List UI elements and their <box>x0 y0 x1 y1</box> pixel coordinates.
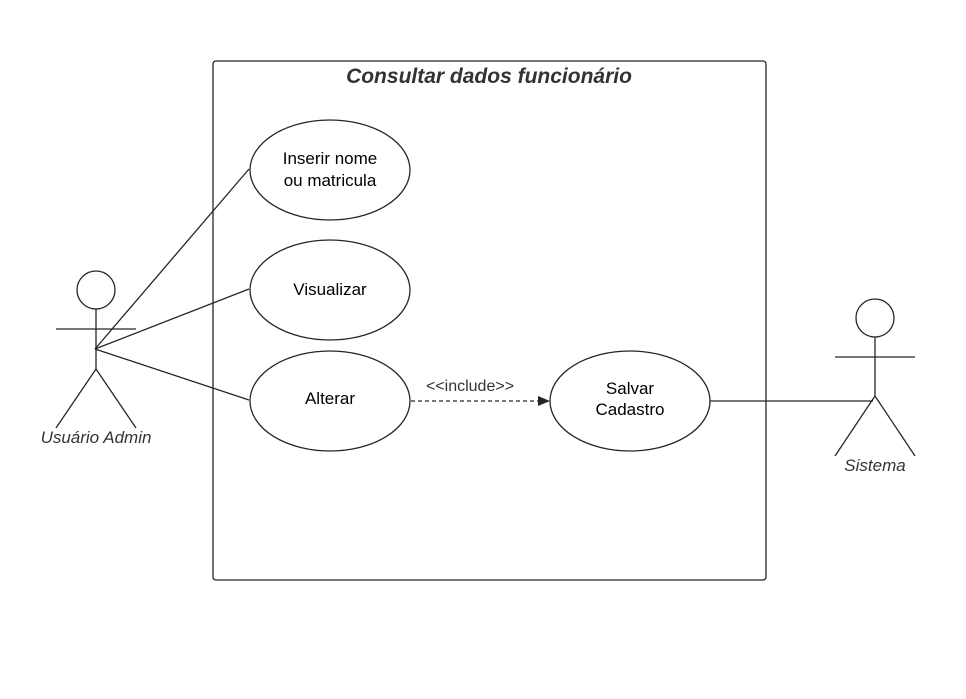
use-case-alterar-label: Alterar <box>305 389 355 408</box>
use-case-visualizar-shape <box>249 239 411 341</box>
use-case-alterar[interactable]: Alterar <box>249 350 411 452</box>
use-case-inserir-nome[interactable]: Inserir nome ou matricula <box>249 119 411 221</box>
actor-usuario-admin-label: Usuário Admin <box>41 428 152 447</box>
actor-sistema[interactable]: Sistema <box>834 298 916 475</box>
use-case-visualizar-label: Visualizar <box>293 280 367 299</box>
use-case-salvar-cadastro[interactable]: Salvar Cadastro <box>549 350 711 452</box>
association-usuario-alterar <box>94 348 250 401</box>
association-usuario-inserir <box>94 168 250 350</box>
stick-figure-icon <box>834 298 916 457</box>
use-case-inserir-nome-shape <box>249 119 411 221</box>
use-case-inserir-nome-line2: ou matricula <box>284 171 377 190</box>
use-case-salvar-cadastro-shape <box>549 350 711 452</box>
use-case-visualizar[interactable]: Visualizar <box>249 239 411 341</box>
system-boundary[interactable] <box>212 60 767 581</box>
use-case-salvar-cadastro-line2: Cadastro <box>596 400 665 419</box>
use-case-inserir-nome-line1: Inserir nome <box>283 149 377 168</box>
use-case-salvar-cadastro-line1: Salvar <box>606 379 655 398</box>
actor-usuario-admin[interactable]: Usuário Admin <box>41 270 152 447</box>
actor-sistema-label: Sistema <box>844 456 905 475</box>
stick-figure-icon <box>55 270 137 429</box>
association-usuario-visualizar <box>94 288 250 350</box>
use-case-alterar-shape <box>249 350 411 452</box>
include-label: <<include>> <box>426 378 514 395</box>
system-title: Consultar dados funcionário <box>346 65 632 88</box>
